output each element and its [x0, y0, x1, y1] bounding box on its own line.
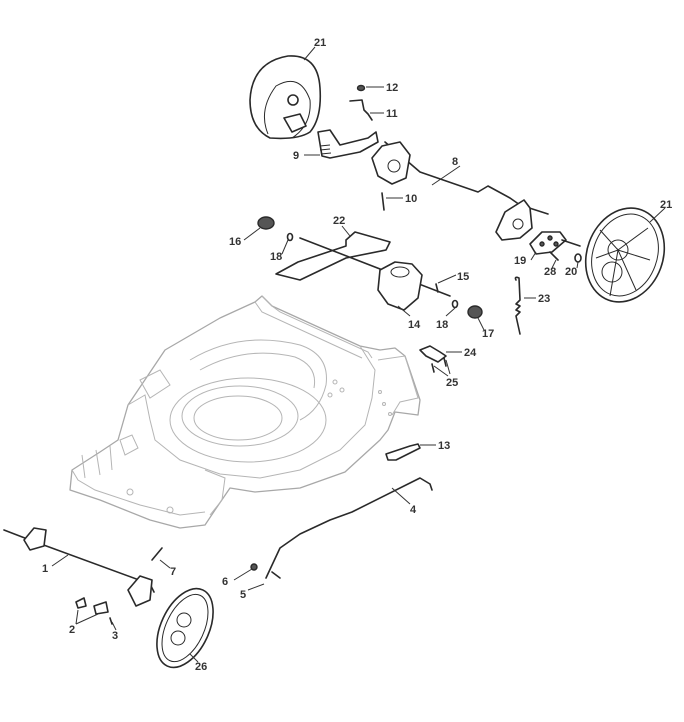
callout-2[interactable]: 2 [69, 624, 75, 636]
part-2-clip[interactable] [93, 601, 109, 615]
callout-8[interactable]: 8 [452, 156, 458, 168]
part-13-bracket[interactable] [385, 443, 421, 461]
part-25-screws[interactable] [431, 357, 447, 373]
callout-9[interactable]: 9 [293, 150, 299, 162]
callout-24[interactable]: 24 [464, 347, 477, 359]
part-18-washer[interactable] [286, 232, 294, 242]
part-17-bushing[interactable] [467, 305, 483, 319]
part-19-bracket[interactable] [529, 231, 567, 255]
callout-19[interactable]: 19 [514, 255, 526, 267]
leader-lines [51, 46, 666, 663]
part-2-clip[interactable] [75, 597, 87, 609]
part-21-wheel-rear-top[interactable] [249, 55, 322, 140]
part-4-linkage-rod[interactable] [265, 477, 433, 579]
callout-28[interactable]: 28 [544, 266, 556, 278]
part-3-screw[interactable] [109, 617, 113, 625]
callout-17[interactable]: 17 [482, 328, 494, 340]
part-16-bushing[interactable] [257, 216, 275, 230]
callout-22[interactable]: 22 [333, 215, 345, 227]
part-6-nut[interactable] [250, 563, 258, 571]
part-21-wheel-rear-right[interactable] [573, 197, 677, 313]
part-23-spring[interactable] [514, 276, 521, 335]
part-28-screw[interactable] [549, 251, 559, 261]
callout-15[interactable]: 15 [457, 271, 469, 283]
callout-11[interactable]: 11 [386, 108, 398, 120]
part-8-rear-axle[interactable] [371, 141, 549, 241]
callout-3[interactable]: 3 [112, 630, 118, 642]
callout-labels: 21 12 11 9 8 10 21 16 22 18 19 15 28 20 … [42, 37, 672, 673]
callout-1[interactable]: 1 [42, 563, 48, 575]
part-12-nut[interactable] [356, 84, 366, 92]
callout-5[interactable]: 5 [240, 589, 246, 601]
callout-6[interactable]: 6 [222, 576, 228, 588]
callout-25[interactable]: 25 [446, 377, 458, 389]
part-22-belt[interactable] [275, 231, 391, 281]
part-20-washer[interactable] [574, 253, 582, 263]
drive-shaft[interactable] [299, 237, 451, 297]
part-15-pin[interactable] [435, 283, 439, 293]
part-7-pin[interactable] [151, 547, 163, 561]
callout-4[interactable]: 4 [410, 504, 417, 516]
callout-18a[interactable]: 18 [270, 251, 282, 263]
part-14-gearbox[interactable] [377, 261, 423, 311]
part-9-height-lever[interactable] [317, 129, 379, 159]
callout-12[interactable]: 12 [386, 82, 398, 94]
callout-7[interactable]: 7 [170, 566, 176, 578]
screw[interactable] [561, 239, 581, 247]
callout-21a[interactable]: 21 [314, 37, 326, 49]
callout-16[interactable]: 16 [229, 236, 241, 248]
part-5-bolt[interactable] [271, 571, 281, 579]
callout-20[interactable]: 20 [565, 266, 577, 278]
mower-deck[interactable] [69, 295, 421, 529]
part-1-front-axle[interactable] [3, 527, 155, 607]
part-10-pin[interactable] [381, 192, 385, 211]
callout-21b[interactable]: 21 [660, 199, 672, 211]
callout-10[interactable]: 10 [405, 193, 417, 205]
part-11-clip[interactable] [349, 99, 373, 121]
callout-18b[interactable]: 18 [436, 319, 448, 331]
part-18-washer[interactable] [451, 299, 459, 309]
callout-26[interactable]: 26 [195, 661, 207, 673]
callout-14[interactable]: 14 [408, 319, 421, 331]
callout-23[interactable]: 23 [538, 293, 550, 305]
callout-13[interactable]: 13 [438, 440, 450, 452]
part-24-bracket[interactable] [419, 345, 447, 363]
part-26-front-wheel[interactable] [145, 580, 224, 676]
